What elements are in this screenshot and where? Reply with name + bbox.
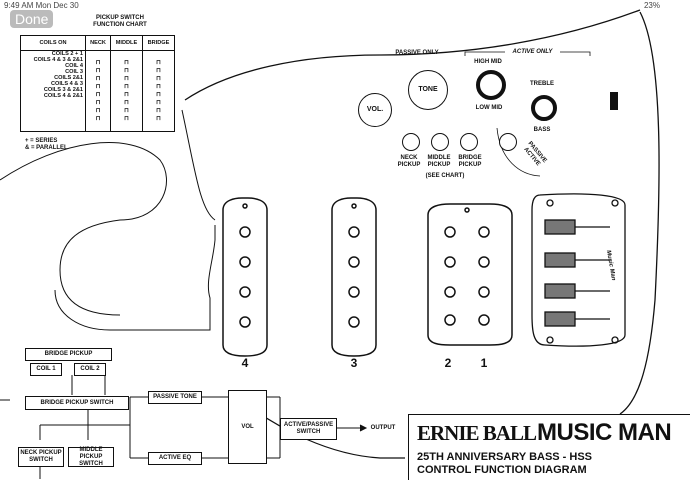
pickup-switch-chart: COILS ON NECK MIDDLE BRIDGE COILS 2 + 1 …: [20, 35, 175, 132]
pickup-number-4: 4: [241, 356, 249, 370]
flow-bridge-switch: BRIDGE PICKUP SWITCH: [25, 396, 129, 410]
status-bar: 9:49 AM Mon Dec 30 23%: [0, 0, 690, 12]
diagram-title-line2: CONTROL FUNCTION DIAGRAM: [417, 464, 587, 476]
chart-header-neck: NECK: [84, 36, 111, 51]
label-bridge-pickup: BRIDGE PICKUP: [458, 155, 482, 168]
chart-title-line1: PICKUP SWITCH: [96, 15, 144, 21]
chart-title: PICKUP SWITCH FUNCTION CHART: [70, 15, 170, 29]
title-block: ERNIE BALL MUSIC MAN 25TH ANNIVERSARY BA…: [408, 414, 690, 480]
switch-position-icon: ⊓⊓⊓⊓⊓⊓⊓⊓: [84, 50, 111, 131]
label-high-mid: HIGH MID: [474, 59, 502, 65]
label-bass: BASS: [533, 127, 551, 133]
flow-active-eq: ACTIVE EQ: [148, 452, 202, 465]
switch-position-icon: ⊓⊓⊓⊓⊓⊓⊓⊓: [141, 50, 174, 131]
bridge-assembly: [531, 193, 626, 347]
diagram-title-line1: 25TH ANNIVERSARY BASS - HSS: [417, 451, 593, 463]
label-passive-only: PASSIVE ONLY: [395, 50, 439, 56]
pickup-3: [331, 197, 377, 357]
bridge-pickup-switch[interactable]: [460, 133, 478, 151]
flow-middle-switch: MIDDLE PICKUP SWITCH: [68, 447, 114, 467]
label-middle-pickup: MIDDLE PICKUP: [427, 155, 451, 168]
pickup-number-1: 1: [480, 356, 488, 370]
music-man-logo: MUSIC MAN: [537, 419, 672, 446]
chart-row-label: COIL 3: [65, 69, 83, 75]
legend-series: + = SERIES: [25, 138, 58, 144]
volume-knob[interactable]: VOL.: [358, 93, 392, 127]
label-active-only: ACTIVE ONLY: [512, 49, 553, 55]
chart-header-bridge: BRIDGE: [141, 36, 174, 51]
flow-coil2: COIL 2: [74, 363, 106, 376]
ernie-ball-logo: ERNIE BALL: [417, 421, 537, 445]
pickup-4: [222, 197, 268, 357]
legend-parallel: & = PARALLEL: [25, 145, 68, 151]
tone-knob-label: TONE: [418, 86, 438, 93]
legend: + = SERIES & = PARALLEL: [25, 138, 68, 152]
neck-pickup-switch[interactable]: [402, 133, 420, 151]
switch-position-icon: ⊓⊓⊓⊓⊓⊓⊓⊓: [110, 50, 143, 131]
chart-row-label: COILS 2&1: [54, 75, 83, 81]
chart-row-label: COILS 4 & 2&1: [43, 93, 83, 99]
chart-row-label: COILS 4 & 3: [50, 81, 83, 87]
treble-bass-knob[interactable]: [531, 95, 557, 121]
chart-row-label: COILS 3 & 2&1: [43, 87, 83, 93]
chart-rows-labels: COILS 2 + 1 COILS 4 & 3 & 2&1 COIL 4 COI…: [21, 51, 86, 132]
label-low-mid: LOW MID: [475, 105, 503, 111]
flow-passive-tone: PASSIVE TONE: [148, 391, 202, 404]
flow-vol: VOL: [228, 390, 267, 464]
flow-coil1: COIL 1: [30, 363, 62, 376]
chart-header-middle: MIDDLE: [110, 36, 143, 51]
chart-row-label: COILS 4 & 3 & 2&1: [33, 57, 83, 63]
label-see-chart: (SEE CHART): [425, 173, 465, 179]
chart-title-line2: FUNCTION CHART: [93, 22, 147, 28]
status-time: 9:49 AM Mon Dec 30: [4, 1, 79, 10]
label-treble: TREBLE: [530, 81, 554, 87]
chart-row-label: COIL 4: [65, 63, 83, 69]
label-neck-pickup: NECK PICKUP: [397, 155, 421, 168]
pickup-number-2: 2: [444, 356, 452, 370]
done-button[interactable]: Done: [10, 10, 54, 28]
volume-knob-label: VOL.: [366, 106, 384, 113]
flow-active-passive: ACTIVE/PASSIVE SWITCH: [280, 418, 337, 440]
flow-output: OUTPUT: [370, 425, 396, 431]
middle-pickup-switch[interactable]: [431, 133, 449, 151]
pickup-number-3: 3: [350, 356, 358, 370]
pickup-humbucker: [427, 203, 513, 346]
passive-active-switch[interactable]: [499, 133, 517, 151]
chart-row-label: COILS 2 + 1: [51, 51, 83, 57]
table-row: COILS 2 + 1 COILS 4 & 3 & 2&1 COIL 4 COI…: [21, 50, 174, 132]
mid-knob[interactable]: [476, 70, 506, 100]
flow-neck-switch: NECK PICKUP SWITCH: [18, 447, 64, 467]
chart-header-coils: COILS ON: [21, 36, 86, 51]
tone-knob[interactable]: TONE: [408, 70, 448, 110]
flow-bridge-pickup: BRIDGE PICKUP: [25, 348, 112, 361]
battery-level: 23%: [643, 1, 660, 10]
